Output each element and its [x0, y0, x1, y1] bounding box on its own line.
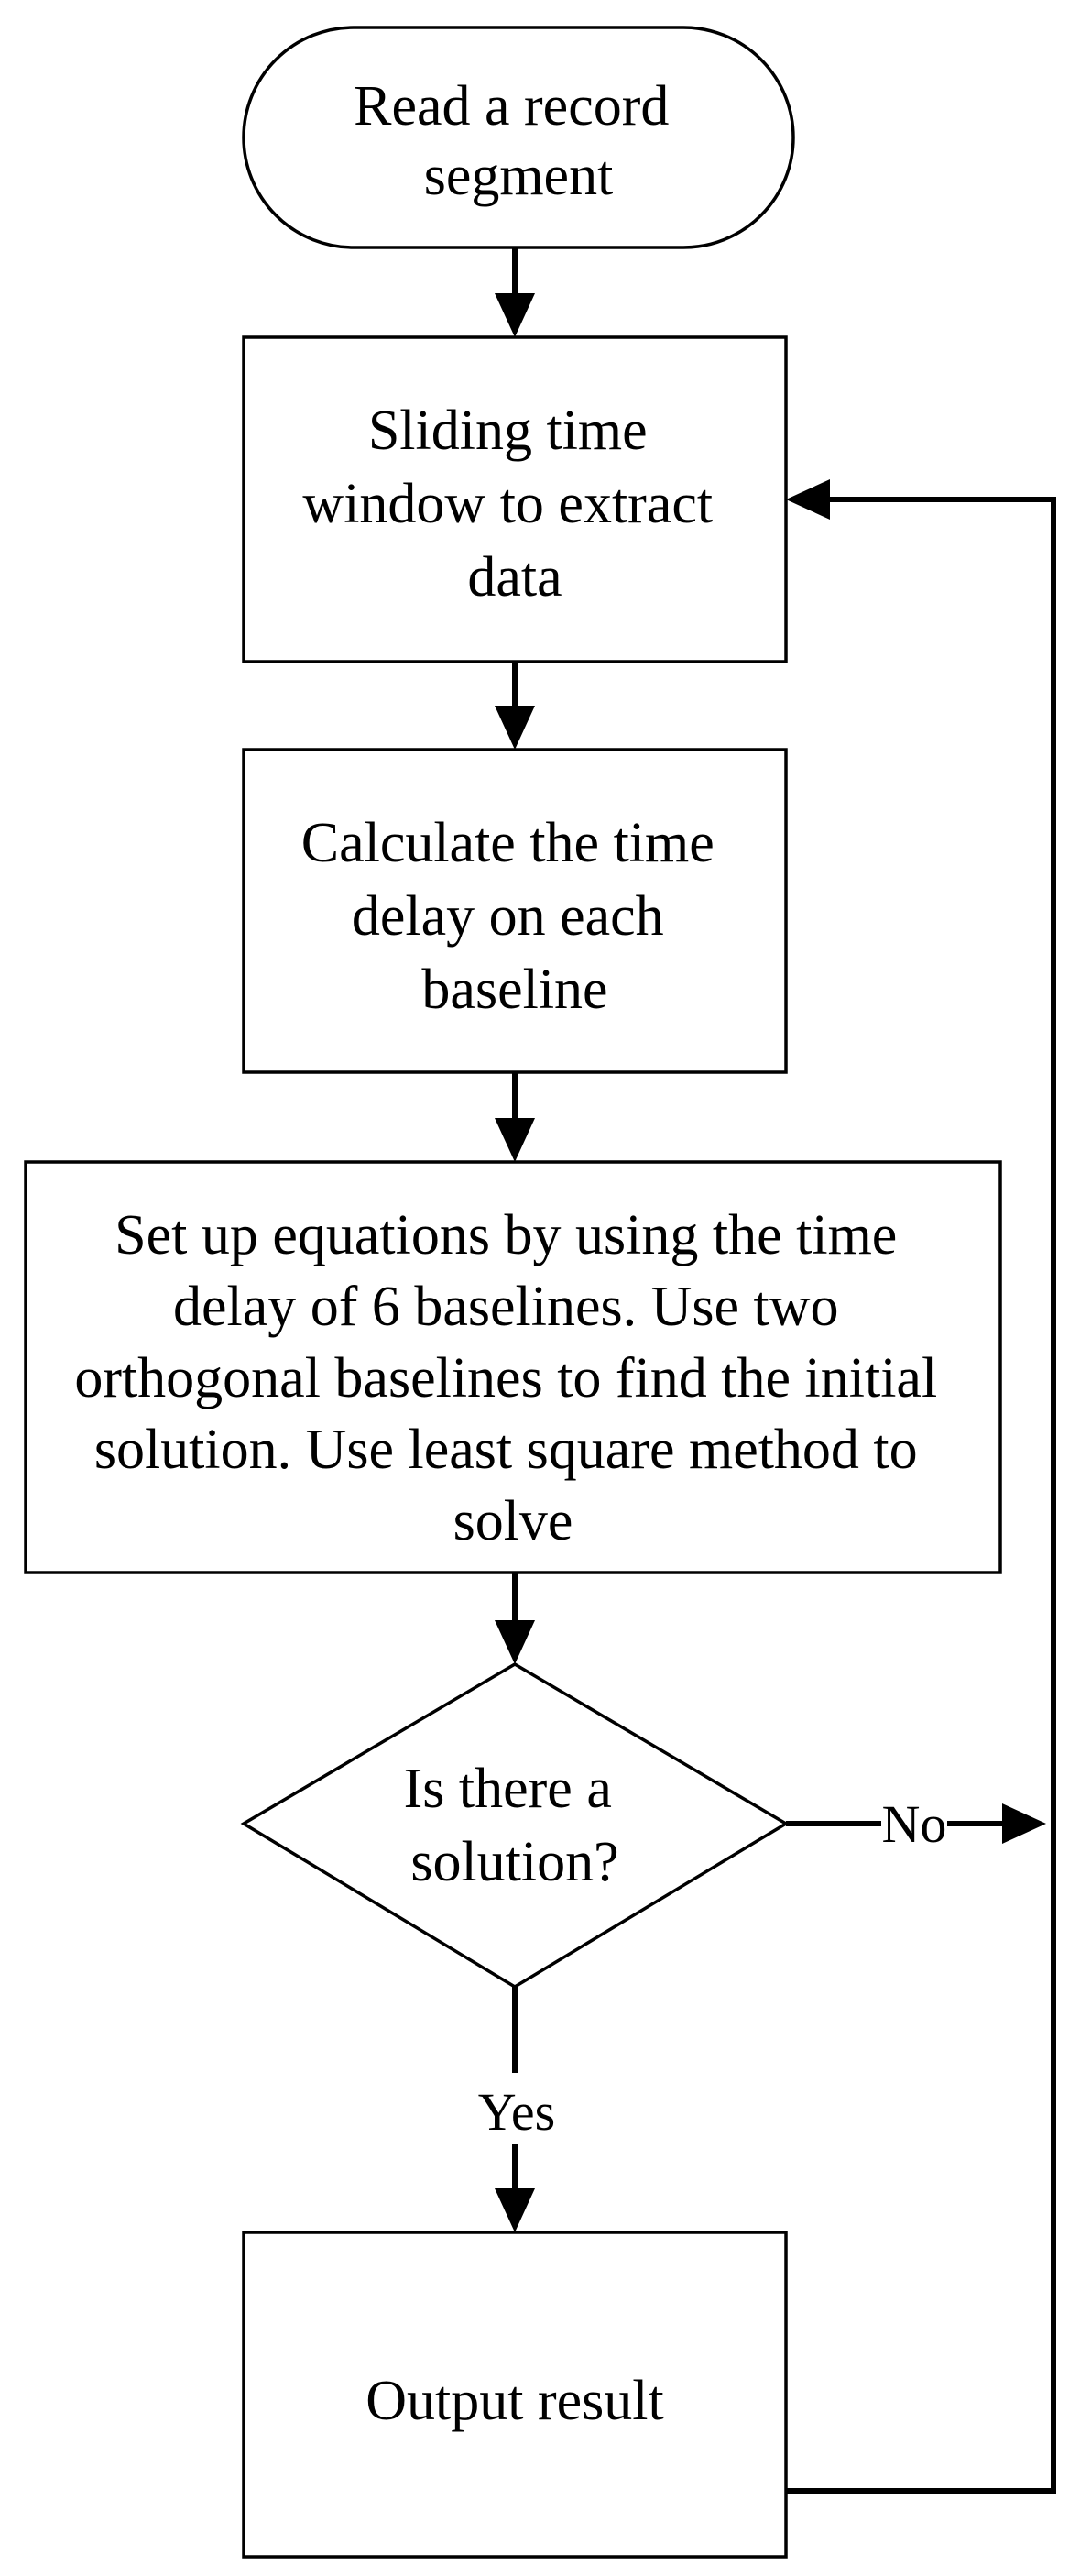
setup-equations-line-5: solve [453, 1490, 573, 1552]
read-record-label: Read a record segment [354, 75, 683, 207]
read-record-line-2: segment [424, 145, 614, 207]
arrowhead-calc-to-setup [495, 1118, 535, 1162]
solution-decision-diamond [240, 1661, 790, 1990]
arrowhead-setup-to-decision [495, 1620, 535, 1664]
sliding-window-label: Sliding time window to extract data [302, 400, 726, 608]
calculate-delay-line-3: baseline [421, 959, 607, 1021]
arrowhead-no-branch [1002, 1803, 1046, 1844]
solution-decision-line-1: Is there a [404, 1758, 612, 1820]
sliding-window-line-1: Sliding time [368, 400, 648, 462]
solution-decision-line-2: solution? [410, 1831, 618, 1893]
calculate-delay-line-1: Calculate the time [301, 812, 715, 874]
calculate-delay-label: Calculate the time delay on each baselin… [301, 812, 729, 1021]
output-result-label: Output result [365, 2370, 663, 2432]
setup-equations-label: Set up equations by using the time delay… [74, 1204, 951, 1552]
setup-equations-line-3: orthogonal baselines to find the initial [74, 1347, 937, 1409]
no-branch-label: No [882, 1794, 947, 1854]
arrowhead-yes-to-output [495, 2188, 535, 2232]
arrowhead-read-to-slide [495, 293, 535, 337]
yes-branch-label: Yes [478, 2082, 555, 2142]
read-record-terminal [242, 26, 795, 249]
calculate-delay-line-2: delay on each [352, 885, 664, 948]
edge-output-loop-back [786, 497, 1056, 2494]
sliding-window-line-3: data [467, 546, 562, 608]
sliding-window-line-2: window to extract [302, 473, 713, 535]
calculate-delay-box [242, 748, 788, 1074]
solution-decision-label: Is there a solution? [404, 1758, 627, 1893]
arrowhead-slide-to-calc [495, 706, 535, 750]
output-result-line-1: Output result [365, 2370, 663, 2432]
setup-equations-line-4: solution. Use least square method to [94, 1419, 918, 1481]
setup-equations-line-2: delay of 6 baselines. Use two [173, 1276, 839, 1338]
sliding-window-box [242, 335, 788, 663]
setup-equations-box [24, 1160, 1002, 1574]
arrowhead-loop-to-slide [786, 479, 830, 520]
read-record-line-1: Read a record [354, 75, 669, 137]
setup-equations-line-1: Set up equations by using the time [115, 1204, 897, 1266]
output-result-box [242, 2231, 788, 2559]
